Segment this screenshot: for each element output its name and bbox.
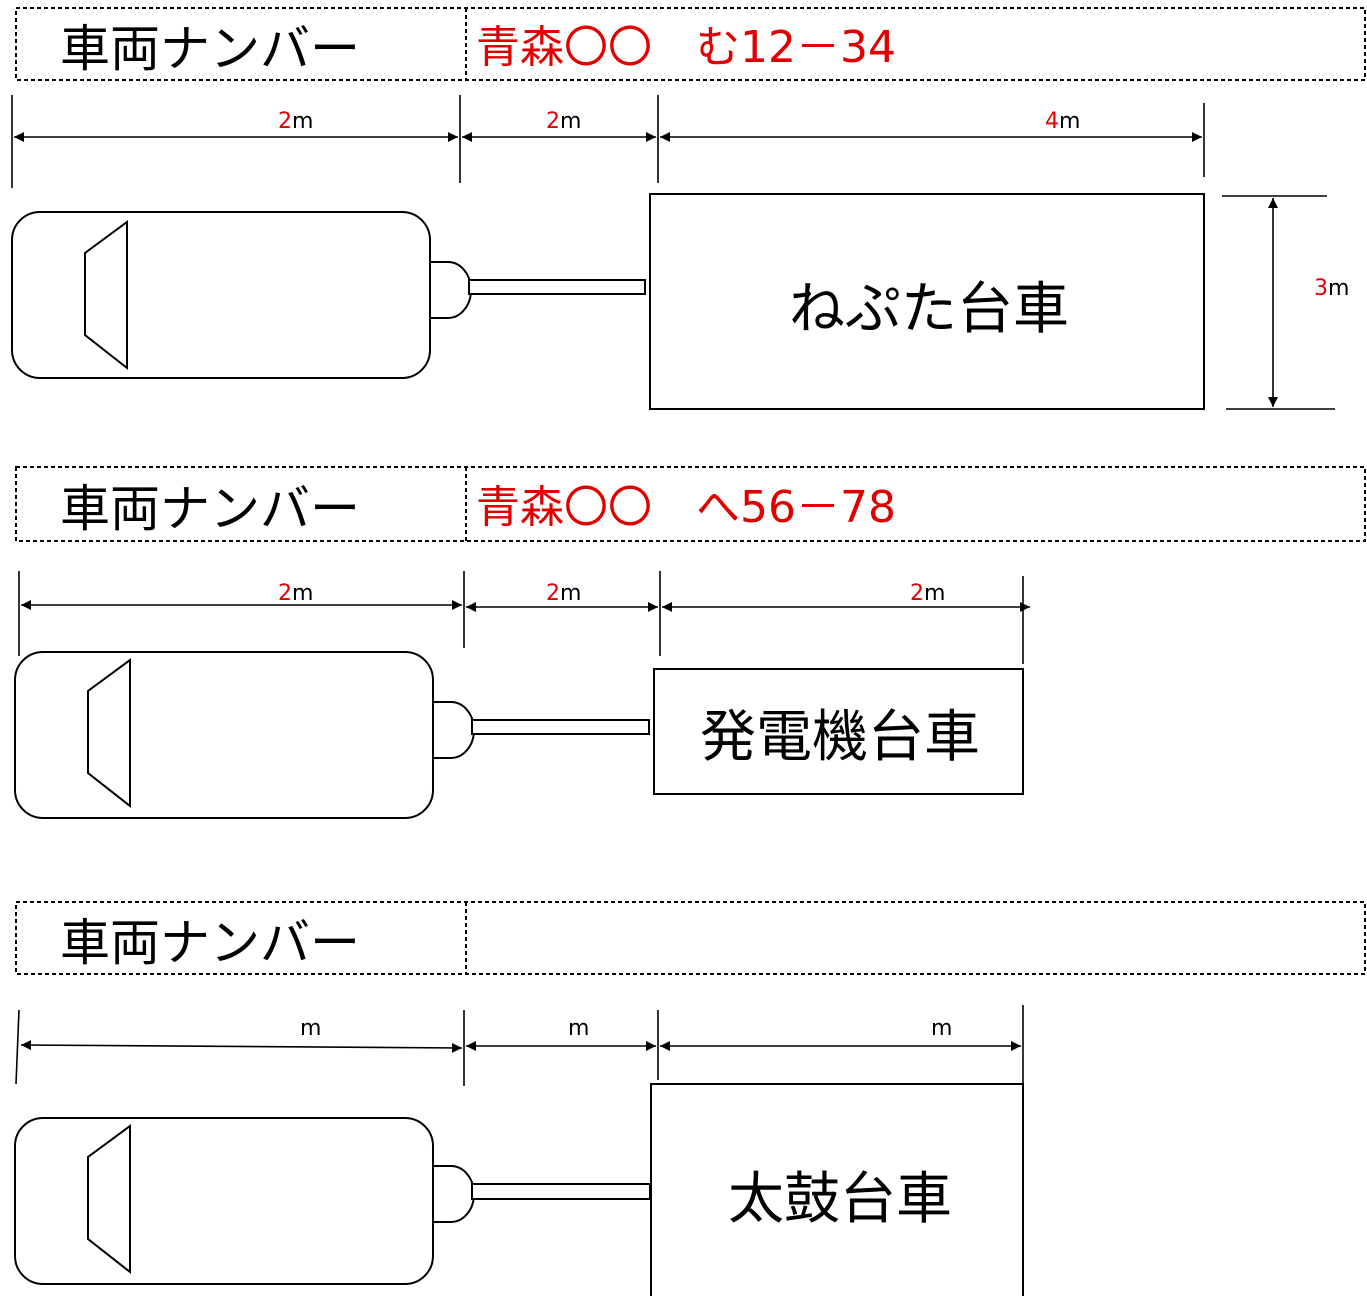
dimension-label-cart: 2m [910,581,945,606]
dimension-label-car: 2m [278,109,313,134]
car [11,211,646,379]
section-2: 車両ナンバー 青森〇〇 へ56－78 2m 2m 2m 発電機台車 [14,466,1366,819]
car-body [11,211,431,379]
vehicle-number-label: 車両ナンバー [60,914,360,972]
cart: ねぷた台車 [649,193,1205,410]
car-windshield [87,658,131,809]
dimension-row: m m m [15,1005,1024,1086]
dimension-label-car: m [300,1016,321,1041]
cart-body [650,1083,1024,1296]
car-windshield [84,220,128,371]
cart: 太鼓台車 [650,1083,1024,1296]
cart-body [649,193,1205,410]
car [14,1117,651,1285]
tow-hitch [432,701,475,759]
section-3: 車両ナンバー m m m 太鼓台車 [14,901,1366,1296]
tow-bar [471,719,650,735]
tow-bar [468,279,646,295]
car-windshield [87,1124,131,1275]
header-frame [15,901,1366,975]
vehicle-number-label: 車両ナンバー [60,20,360,78]
vehicle-number-label: 車両ナンバー [60,480,360,538]
plate-number: 青森〇〇 む12－34 [476,22,896,73]
dimension-label-height: 3m [1314,276,1349,301]
tow-hitch [429,261,472,319]
section-1: 車両ナンバー 青森〇〇 む12－34 2m 2m 4m ねぷた台車 [11,7,1366,410]
dimension-label-gap: m [568,1016,589,1041]
cart-body [653,668,1024,795]
cart-label: 発電機台車 [700,705,980,770]
dimension-label-gap: 2m [546,109,581,134]
dimension-label-cart: m [931,1016,952,1041]
cart-label: 太鼓台車 [728,1167,952,1232]
plate-number: 青森〇〇 へ56－78 [476,482,896,533]
header-frame [15,7,1366,81]
header-frame [15,466,1366,542]
car-body [14,651,434,819]
car-body [14,1117,434,1285]
car [14,651,650,819]
tow-hitch [432,1165,475,1223]
cart-label: ねぷた台車 [789,277,1069,342]
tow-bar [471,1183,651,1200]
header-row: 車両ナンバー 青森〇〇 む12－34 [15,7,1366,81]
cart: 発電機台車 [653,668,1024,795]
header-row: 車両ナンバー 青森〇〇 へ56－78 [15,466,1366,542]
header-row: 車両ナンバー [15,901,1366,975]
dimension-arrow-car [20,1040,463,1053]
dimension-label-cart: 4m [1045,109,1080,134]
extension-line [15,1009,20,1085]
dimension-label-car: 2m [278,581,313,606]
dimension-label-gap: 2m [546,581,581,606]
dimension-row: 2m 2m 2m [18,571,1030,664]
height-dimension: 3m [1222,195,1349,410]
dimension-row: 2m 2m 4m [11,95,1205,188]
